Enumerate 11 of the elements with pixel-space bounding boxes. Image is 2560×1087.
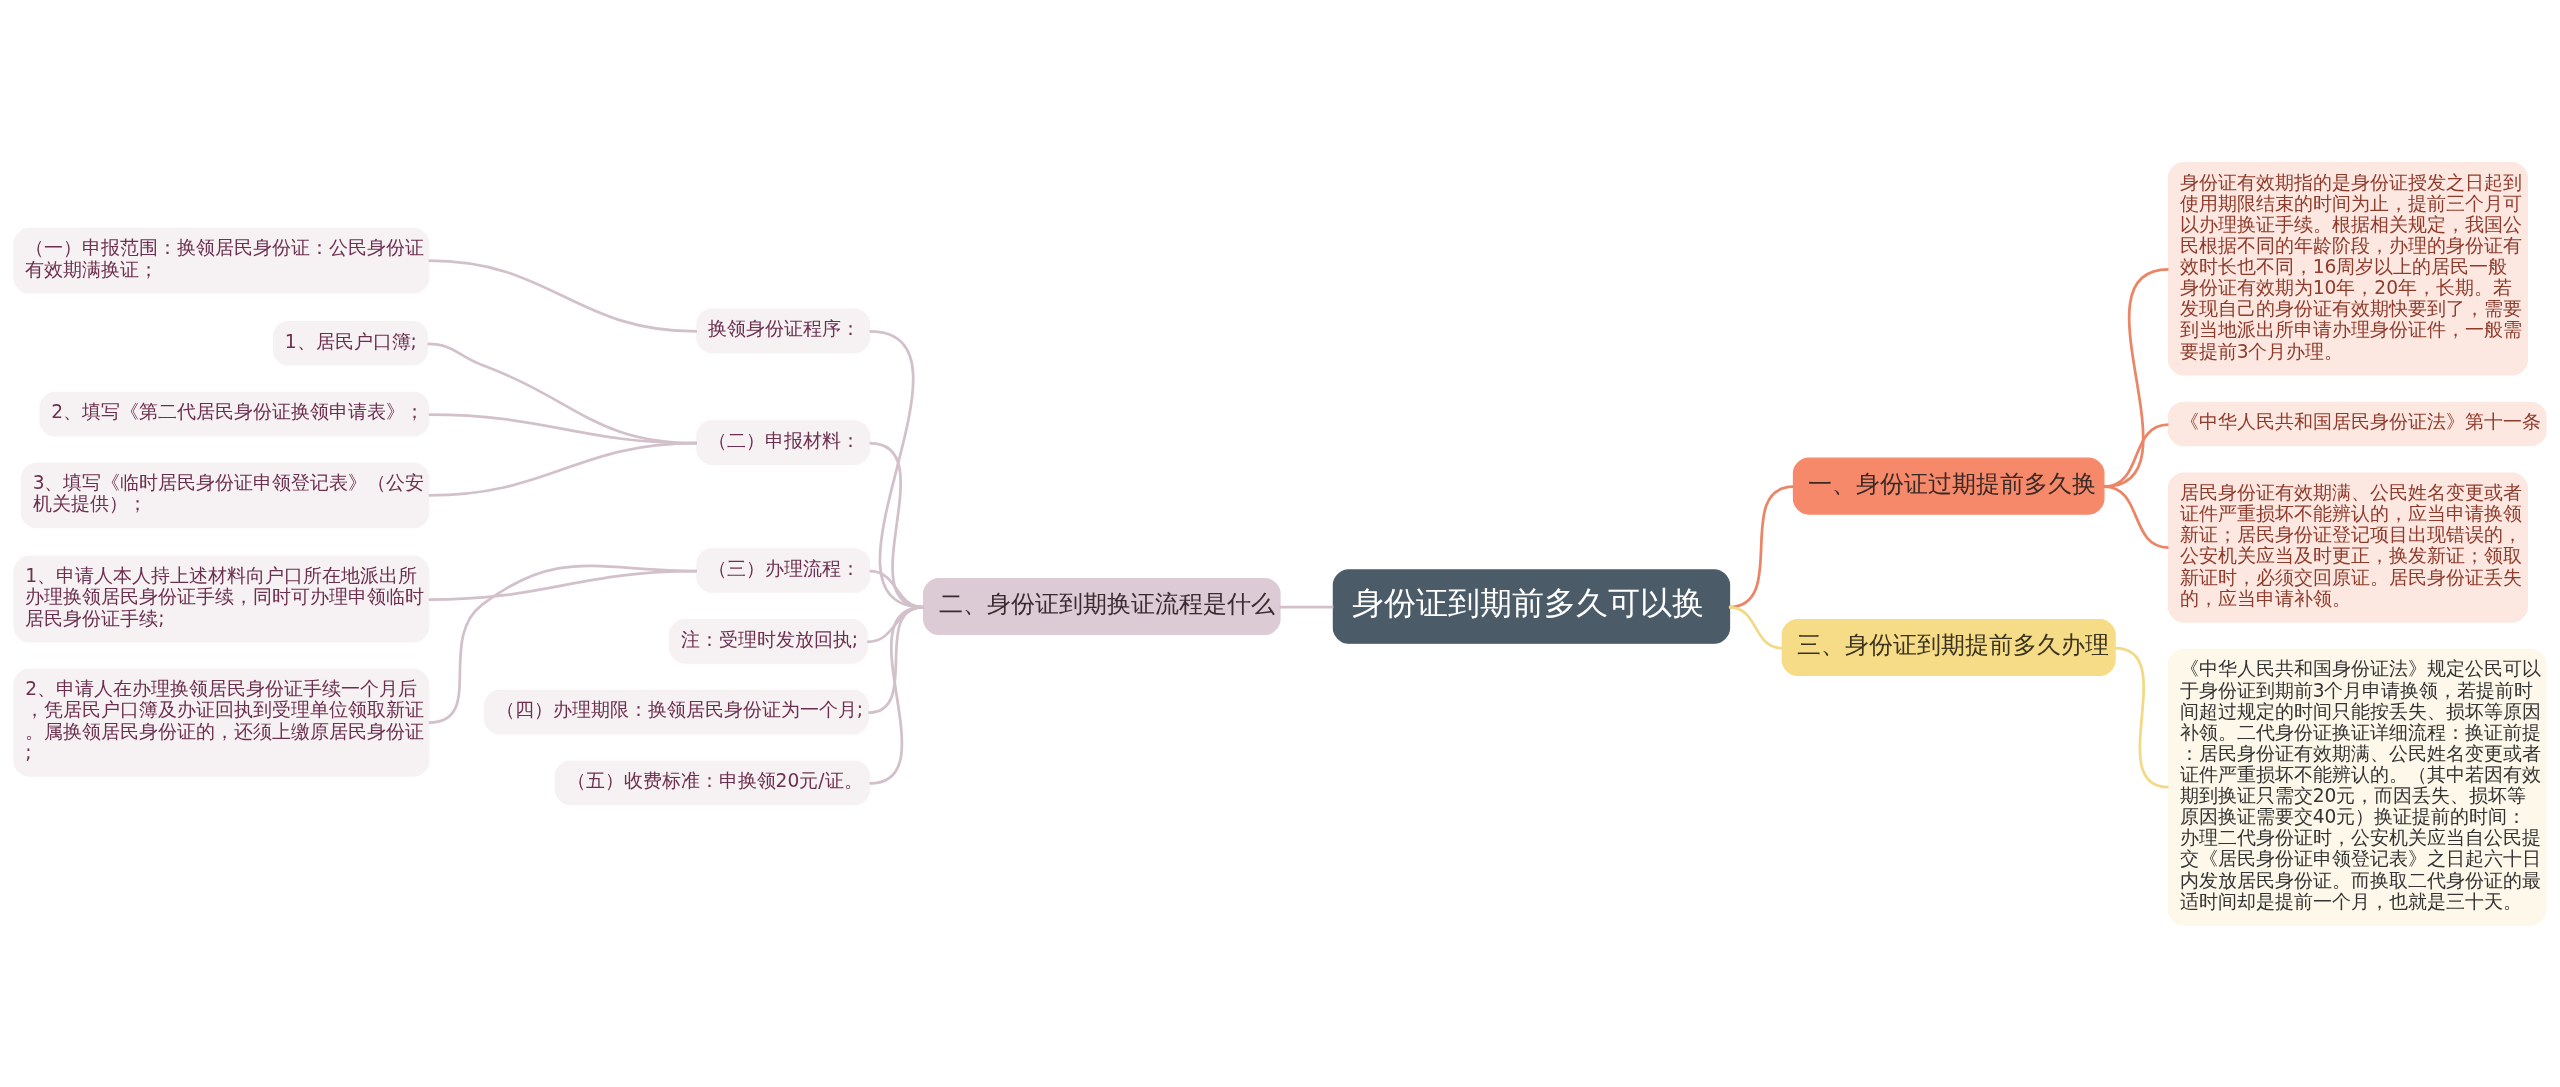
connector (1728, 605, 1783, 650)
connector (428, 441, 698, 497)
connector (428, 564, 697, 724)
connector (2103, 423, 2169, 489)
connector (869, 605, 924, 785)
connector (2114, 646, 2169, 789)
connector (428, 259, 698, 333)
connector (428, 569, 697, 602)
connector (2103, 485, 2169, 549)
connector (2103, 268, 2169, 489)
connector (1279, 605, 1334, 609)
